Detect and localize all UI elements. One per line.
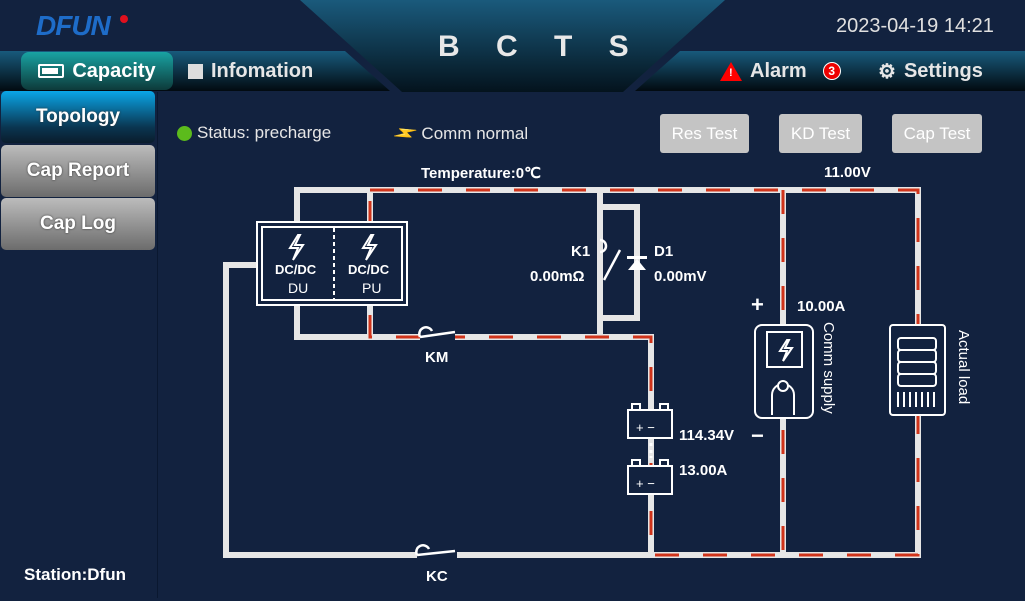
bolt-icon xyxy=(288,234,305,261)
battery-icons xyxy=(627,403,673,495)
du-type-label: DC/DC xyxy=(275,262,317,277)
supply-current: 10.00A xyxy=(797,298,846,315)
sidebar-item-cap-log[interactable]: Cap Log xyxy=(1,198,155,250)
actual-load-label: Actual load xyxy=(955,330,972,405)
status-dot-icon xyxy=(177,125,192,141)
tab-label: Infomation xyxy=(211,59,314,82)
k1-switch xyxy=(602,249,622,281)
d1-voltage: 0.00mV xyxy=(654,268,707,285)
battery-icon xyxy=(38,64,65,78)
warning-icon: ! xyxy=(720,61,742,81)
battery-signs: + − + − xyxy=(636,420,655,491)
tab-label: Settings xyxy=(903,59,983,82)
datetime: 2023-04-19 14:21 xyxy=(836,15,994,37)
comm-text: Comm normal xyxy=(421,123,529,143)
station-label: Station:Dfun xyxy=(24,565,126,584)
app-title: B C T S xyxy=(438,30,643,63)
comm-supply-label: Comm supply xyxy=(820,322,837,414)
gear-icon: ⚙ xyxy=(878,60,896,83)
battery-current: 13.00A xyxy=(679,462,728,479)
current-flow xyxy=(368,188,920,557)
du-label: DU xyxy=(288,280,309,296)
cap-test-button[interactable]: Cap Test xyxy=(892,114,982,153)
bolt-icon xyxy=(361,234,378,261)
tab-capacity[interactable]: Capacity xyxy=(21,52,173,90)
minus-sign: − xyxy=(751,423,764,448)
bus-voltage-label: 11.00V xyxy=(824,164,871,181)
res-test-button[interactable]: Res Test xyxy=(660,114,749,153)
battery-voltage: 114.34V xyxy=(679,427,735,444)
tab-label: Alarm xyxy=(750,59,807,82)
status-indicator: Status: precharge xyxy=(177,123,331,143)
switches xyxy=(415,238,622,557)
km-label: KM xyxy=(425,349,449,366)
logo: DFUN xyxy=(36,10,111,41)
kd-test-button[interactable]: KD Test xyxy=(779,114,862,153)
sidebar-item-topology[interactable]: Topology xyxy=(1,91,155,143)
km-switch xyxy=(419,330,456,339)
kc-switch xyxy=(416,549,456,557)
topology-panel xyxy=(157,92,1021,598)
pu-label: PU xyxy=(362,280,382,296)
plus-sign: + xyxy=(751,292,764,317)
logo-dot xyxy=(120,15,128,23)
pu-type-label: DC/DC xyxy=(348,262,390,277)
dcdc-module xyxy=(256,221,408,306)
sidebar-item-cap-report[interactable]: Cap Report xyxy=(1,145,155,197)
wire-kc xyxy=(223,262,651,558)
chart-icon xyxy=(188,63,203,79)
tab-label: Capacity xyxy=(72,59,156,82)
alarm-button[interactable]: ! Alarm 3 xyxy=(720,52,841,90)
diode-icon xyxy=(627,256,647,270)
svg-text:+ −: + − xyxy=(636,420,655,435)
actual-load-icon xyxy=(889,324,946,416)
tab-information[interactable]: Infomation xyxy=(188,52,313,90)
kc-label: KC xyxy=(426,568,448,585)
wire-k1-d1 xyxy=(597,190,640,337)
d1-label: D1 xyxy=(654,243,674,260)
k1-resistance: 0.00mΩ xyxy=(530,268,585,285)
comm-indicator: ⚡Comm normal xyxy=(391,118,529,148)
alarm-count-badge: 3 xyxy=(822,62,841,80)
status-text: Status: precharge xyxy=(197,123,332,142)
svg-text:+ −: + − xyxy=(636,476,655,491)
temperature-label: Temperature:0℃ xyxy=(421,165,541,182)
settings-button[interactable]: ⚙ Settings xyxy=(878,52,983,90)
k1-label: K1 xyxy=(571,243,591,260)
comm-supply-icon xyxy=(754,324,814,419)
